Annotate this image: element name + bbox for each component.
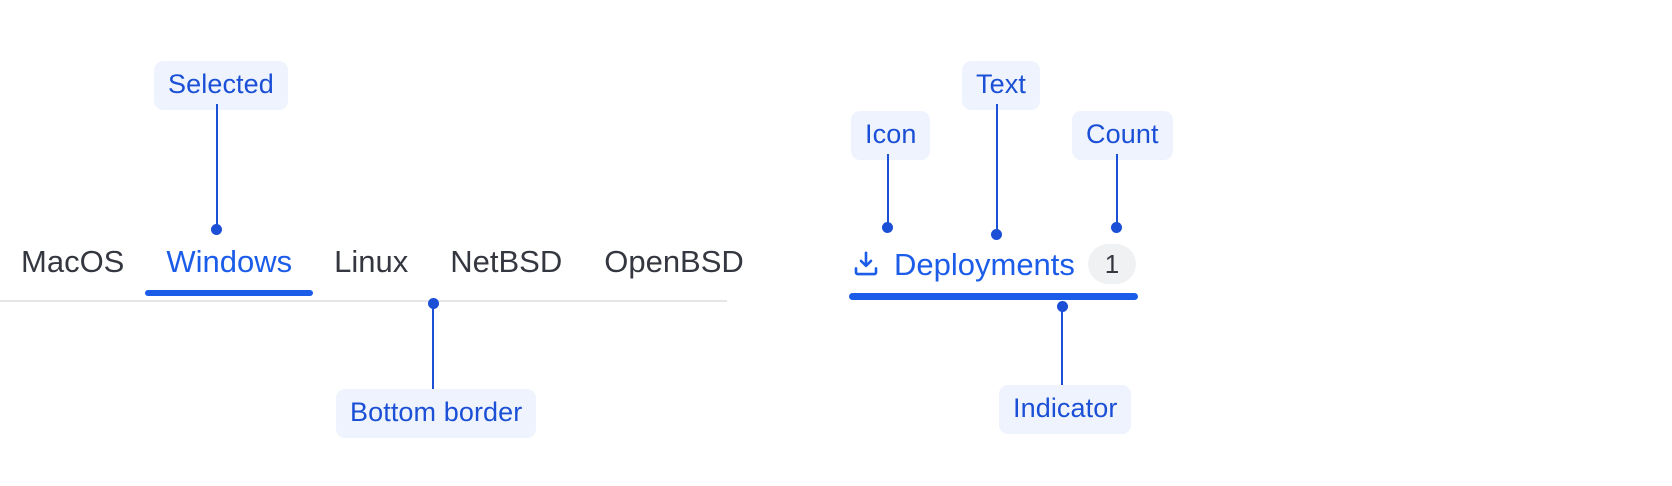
tab-deployments[interactable]: Deployments 1	[849, 244, 1138, 300]
leader-line-bottom-border	[432, 303, 434, 389]
tab-bar-rich: Deployments 1	[849, 244, 1138, 302]
tab-openbsd[interactable]: OpenBSD	[583, 246, 765, 294]
tab-macos[interactable]: MacOS	[0, 246, 145, 294]
tablist-simple: MacOS Windows Linux NetBSD OpenBSD	[0, 246, 744, 300]
leader-line-selected	[216, 104, 218, 231]
tab-linux[interactable]: Linux	[313, 246, 429, 294]
leader-line-count	[1116, 154, 1118, 229]
callout-text: Text	[962, 61, 1040, 110]
callout-selected: Selected	[154, 61, 288, 110]
leader-line-text	[996, 104, 998, 235]
leader-line-indicator	[1061, 306, 1063, 386]
callout-count: Count	[1072, 111, 1173, 160]
leader-dot-text	[991, 229, 1002, 240]
download-tray-icon	[851, 249, 881, 279]
leader-line-icon	[887, 154, 889, 229]
tab-deployments-count-badge: 1	[1087, 244, 1136, 284]
tab-bar-simple: MacOS Windows Linux NetBSD OpenBSD	[0, 246, 744, 302]
tab-windows[interactable]: Windows	[145, 246, 313, 296]
leader-dot-icon	[882, 222, 893, 233]
tab-netbsd[interactable]: NetBSD	[429, 246, 583, 294]
leader-dot-count	[1111, 222, 1122, 233]
callout-bottom-border: Bottom border	[336, 389, 537, 438]
callout-indicator: Indicator	[999, 385, 1132, 434]
tab-deployments-label: Deployments	[894, 246, 1075, 282]
callout-icon: Icon	[851, 111, 931, 160]
leader-dot-selected	[211, 224, 222, 235]
